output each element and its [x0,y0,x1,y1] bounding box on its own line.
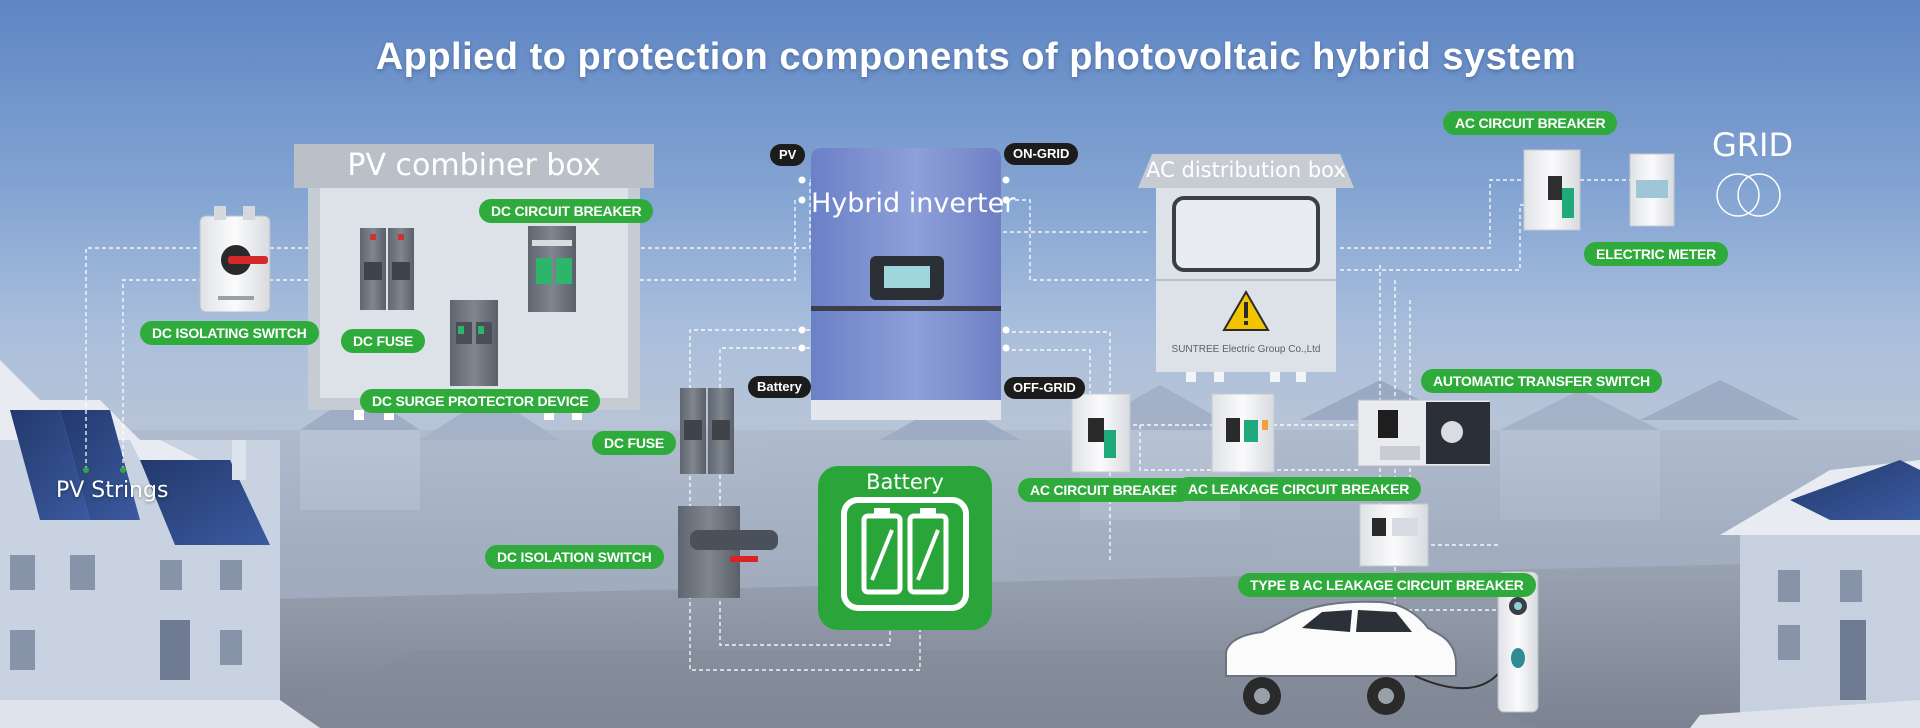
dc-circuit-breaker-label: DC CIRCUIT BREAKER [479,199,654,223]
off-grid-port-tag: OFF-GRID [1004,377,1085,399]
dc-surge-protector-label: DC SURGE PROTECTOR DEVICE [360,389,601,413]
automatic-transfer-switch-icon [1357,399,1491,467]
on-grid-port-tag: ON-GRID [1004,143,1079,165]
dc-circuit-breaker-icon [528,226,576,312]
hybrid-inverter-icon [798,148,1010,420]
hybrid-inverter-title: Hybrid inverter [811,188,1016,219]
ac-distribution-box-icon [1138,154,1354,382]
dc-isolation-switch-label: DC ISOLATION SWITCH [485,545,664,569]
battery-dc-fuse-icon [680,388,734,474]
grid-ac-circuit-breaker-label: AC CIRCUIT BREAKER [1443,111,1618,135]
right-house-icon [1690,460,1920,728]
grid-label: GRID [1712,126,1794,164]
pv-port-tag: PV [770,144,806,166]
wiring-nodes [83,467,126,473]
dc-fuse-icon [360,228,414,310]
dc-surge-protector-icon [450,300,498,386]
dc-fuse-label: DC FUSE [341,329,426,353]
electric-car-icon [1225,600,1506,715]
ac-leakage-breaker-icon [1211,393,1275,473]
battery-port-tag: Battery [748,376,811,398]
pv-combiner-box-title: PV combiner box [347,148,601,183]
ac-leakage-breaker-label: AC LEAKAGE CIRCUIT BREAKER [1176,477,1422,501]
page-title: Applied to protection components of phot… [375,36,1577,78]
ac-distribution-box-title: AC distribution box [1146,158,1346,182]
ac-circuit-breaker-label: AC CIRCUIT BREAKER [1018,478,1193,502]
type-b-leakage-breaker-icon [1359,503,1429,567]
battery-title: Battery [866,470,944,494]
pv-strings-label: PV Strings [56,478,169,503]
type-b-leakage-breaker-label: TYPE B AC LEAKAGE CIRCUIT BREAKER [1238,573,1536,597]
electric-meter-label: ELECTRIC METER [1584,242,1729,266]
dc-isolating-switch-icon [199,206,271,313]
electric-meter-icon [1629,153,1675,227]
left-houses-icon [0,360,320,728]
grid-icon [1716,173,1781,217]
dc-isolating-switch-label: DC ISOLATING SWITCH [140,321,319,345]
ac-box-brand: SUNTREE Electric Group Co.,Ltd [1171,344,1321,355]
dc-isolation-switch-icon [678,506,778,598]
ac-circuit-breaker-icon [1071,393,1131,473]
battery-icon [818,466,992,630]
battery-dc-fuse-label: DC FUSE [592,431,677,455]
automatic-transfer-switch-label: AUTOMATIC TRANSFER SWITCH [1421,369,1662,393]
grid-ac-circuit-breaker-icon [1523,149,1581,231]
